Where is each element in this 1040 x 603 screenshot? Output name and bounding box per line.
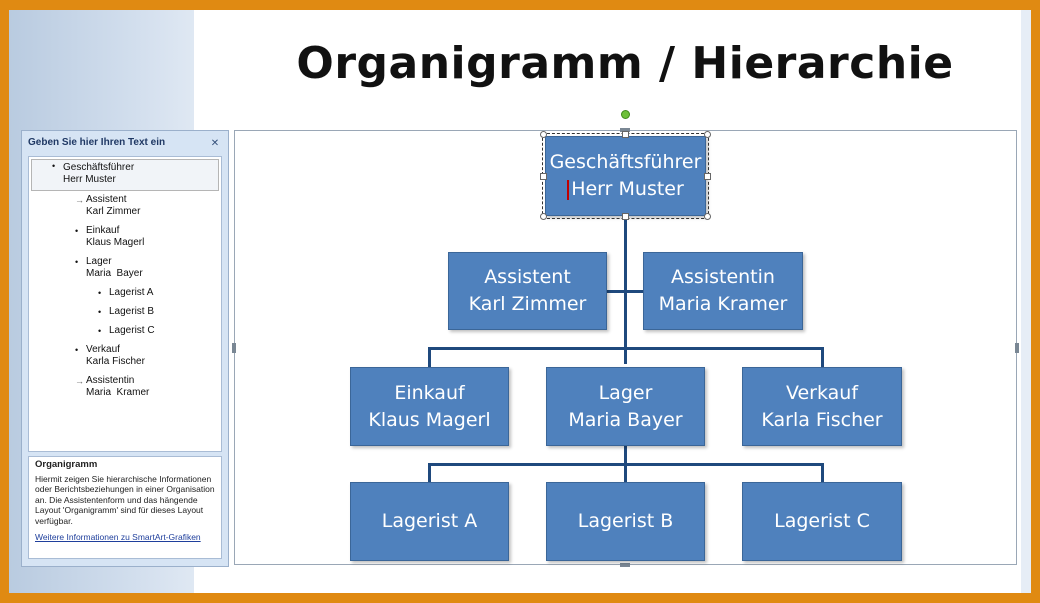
list-item-line2: Maria Bayer xyxy=(86,268,143,279)
box-lagerist-c[interactable]: Lagerist C xyxy=(742,482,902,561)
more-info-link[interactable]: Weitere Informationen zu SmartArt-Grafik… xyxy=(35,532,201,542)
list-item-verkauf[interactable]: • Verkauf Karla Fischer xyxy=(75,344,145,368)
list-item-lager[interactable]: • Lager Maria Bayer xyxy=(75,256,143,280)
close-icon[interactable]: ✕ xyxy=(210,138,220,149)
connector-einkauf xyxy=(428,347,431,367)
connector-dept-horizontal xyxy=(428,347,824,350)
smartart-text-pane[interactable]: Geben Sie hier Ihren Text ein ✕ • Geschä… xyxy=(21,130,229,567)
box-assistent[interactable]: Assistent Karl Zimmer xyxy=(448,252,607,330)
resize-handle-n[interactable] xyxy=(622,131,629,138)
frame-handle-top[interactable] xyxy=(620,128,630,132)
box-line1: Lagerist C xyxy=(774,510,870,532)
list-item-lagerist-b[interactable]: • Lagerist B xyxy=(98,306,155,318)
box-line2: Maria Bayer xyxy=(568,408,683,431)
bullet-icon: • xyxy=(98,307,102,317)
list-item-line1: Assistent xyxy=(86,194,127,205)
box-line1: Einkauf xyxy=(394,381,465,404)
frame-handle-left[interactable] xyxy=(232,343,236,353)
slide-title[interactable]: Organigramm / Hierarchie xyxy=(296,38,954,89)
bullet-icon: • xyxy=(98,326,102,336)
list-item-lagerist-c[interactable]: • Lagerist C xyxy=(98,325,155,337)
list-item-line2: Maria Kramer xyxy=(86,387,150,398)
list-item-assistentin[interactable]: → Assistentin Maria Kramer xyxy=(75,375,150,399)
connector-lagerist-a xyxy=(428,463,431,482)
list-item-line2: Herr Muster xyxy=(63,174,116,185)
list-item-line1: Lagerist C xyxy=(109,325,155,336)
layout-info-box: Organigramm Hiermit zeigen Sie hierarchi… xyxy=(28,456,222,559)
list-item-einkauf[interactable]: • Einkauf Klaus Magerl xyxy=(75,225,145,249)
list-item-line2: Klaus Magerl xyxy=(86,237,145,248)
bullet-icon: • xyxy=(75,345,79,355)
list-item-line2: Karl Zimmer xyxy=(86,206,141,217)
list-item-line1: Assistentin xyxy=(86,375,135,386)
arrow-right-icon: → xyxy=(75,195,84,205)
box-line2: Herr Muster xyxy=(567,176,684,203)
box-line1: Lager xyxy=(598,381,653,404)
bullet-icon: • xyxy=(98,288,102,298)
text-cursor xyxy=(567,179,570,200)
list-item-line1: Einkauf xyxy=(86,225,120,236)
box-line1: Lagerist B xyxy=(577,510,674,532)
resize-handle-w[interactable] xyxy=(540,173,547,180)
list-item-lagerist-a[interactable]: • Lagerist A xyxy=(98,287,154,299)
layout-info-heading: Organigramm xyxy=(35,459,98,470)
list-item-geschaeftsfuehrer[interactable]: • Geschäftsführer Herr Muster xyxy=(31,159,219,191)
list-item-line1: Verkauf xyxy=(86,344,120,355)
box-lager[interactable]: Lager Maria Bayer xyxy=(546,367,705,446)
box-lagerist-b[interactable]: Lagerist B xyxy=(546,482,705,561)
resize-handle-ne[interactable] xyxy=(704,131,711,138)
connector-verkauf xyxy=(821,347,824,367)
resize-handle-s[interactable] xyxy=(622,213,629,220)
frame-handle-right[interactable] xyxy=(1015,343,1019,353)
box-einkauf[interactable]: Einkauf Klaus Magerl xyxy=(350,367,509,446)
box-assistentin[interactable]: Assistentin Maria Kramer xyxy=(643,252,803,330)
box-line1: Assistentin xyxy=(671,266,775,288)
layout-info-text: Hiermit zeigen Sie hierarchische Informa… xyxy=(35,473,215,526)
connector-lagerist-horizontal xyxy=(428,463,824,466)
box-line2: Karl Zimmer xyxy=(468,293,587,315)
box-lagerist-a[interactable]: Lagerist A xyxy=(350,482,509,561)
bullet-icon: • xyxy=(75,226,79,236)
text-pane-list[interactable]: • Geschäftsführer Herr Muster → Assisten… xyxy=(28,156,222,452)
box-line2: Klaus Magerl xyxy=(368,408,491,431)
resize-handle-se[interactable] xyxy=(704,213,711,220)
rotate-handle[interactable] xyxy=(621,110,630,119)
bullet-icon: • xyxy=(75,257,79,267)
box-line1: Lagerist A xyxy=(381,510,478,532)
frame-handle-bottom[interactable] xyxy=(620,563,630,567)
list-item-line1: Lagerist B xyxy=(109,306,155,317)
resize-handle-sw[interactable] xyxy=(540,213,547,220)
arrow-right-icon: → xyxy=(75,376,84,386)
list-item-line1: Geschäftsführer xyxy=(63,162,135,173)
bullet-icon: • xyxy=(52,161,56,171)
text-pane-title: Geben Sie hier Ihren Text ein xyxy=(28,137,166,148)
resize-handle-nw[interactable] xyxy=(540,131,547,138)
right-scroll-strip xyxy=(1021,10,1031,593)
resize-handle-e[interactable] xyxy=(704,173,711,180)
connector-assistants xyxy=(607,290,643,293)
box-line1: Geschäftsführer xyxy=(549,151,702,173)
box-line2: Karla Fischer xyxy=(761,408,883,431)
list-item-line1: Lager xyxy=(86,256,112,267)
box-geschaeftsfuehrer[interactable]: Geschäftsführer Herr Muster xyxy=(542,133,709,219)
connector-lagerist-c xyxy=(821,463,824,482)
list-item-line2: Karla Fischer xyxy=(86,356,145,367)
box-line2-text: Herr Muster xyxy=(571,178,684,200)
list-item-assistent[interactable]: → Assistent Karl Zimmer xyxy=(75,194,141,218)
box-line1: Verkauf xyxy=(785,381,859,404)
list-item-line1: Lagerist A xyxy=(109,287,154,298)
box-line1: Assistent xyxy=(484,266,571,288)
box-line2: Maria Kramer xyxy=(658,293,788,315)
box-verkauf[interactable]: Verkauf Karla Fischer xyxy=(742,367,902,446)
